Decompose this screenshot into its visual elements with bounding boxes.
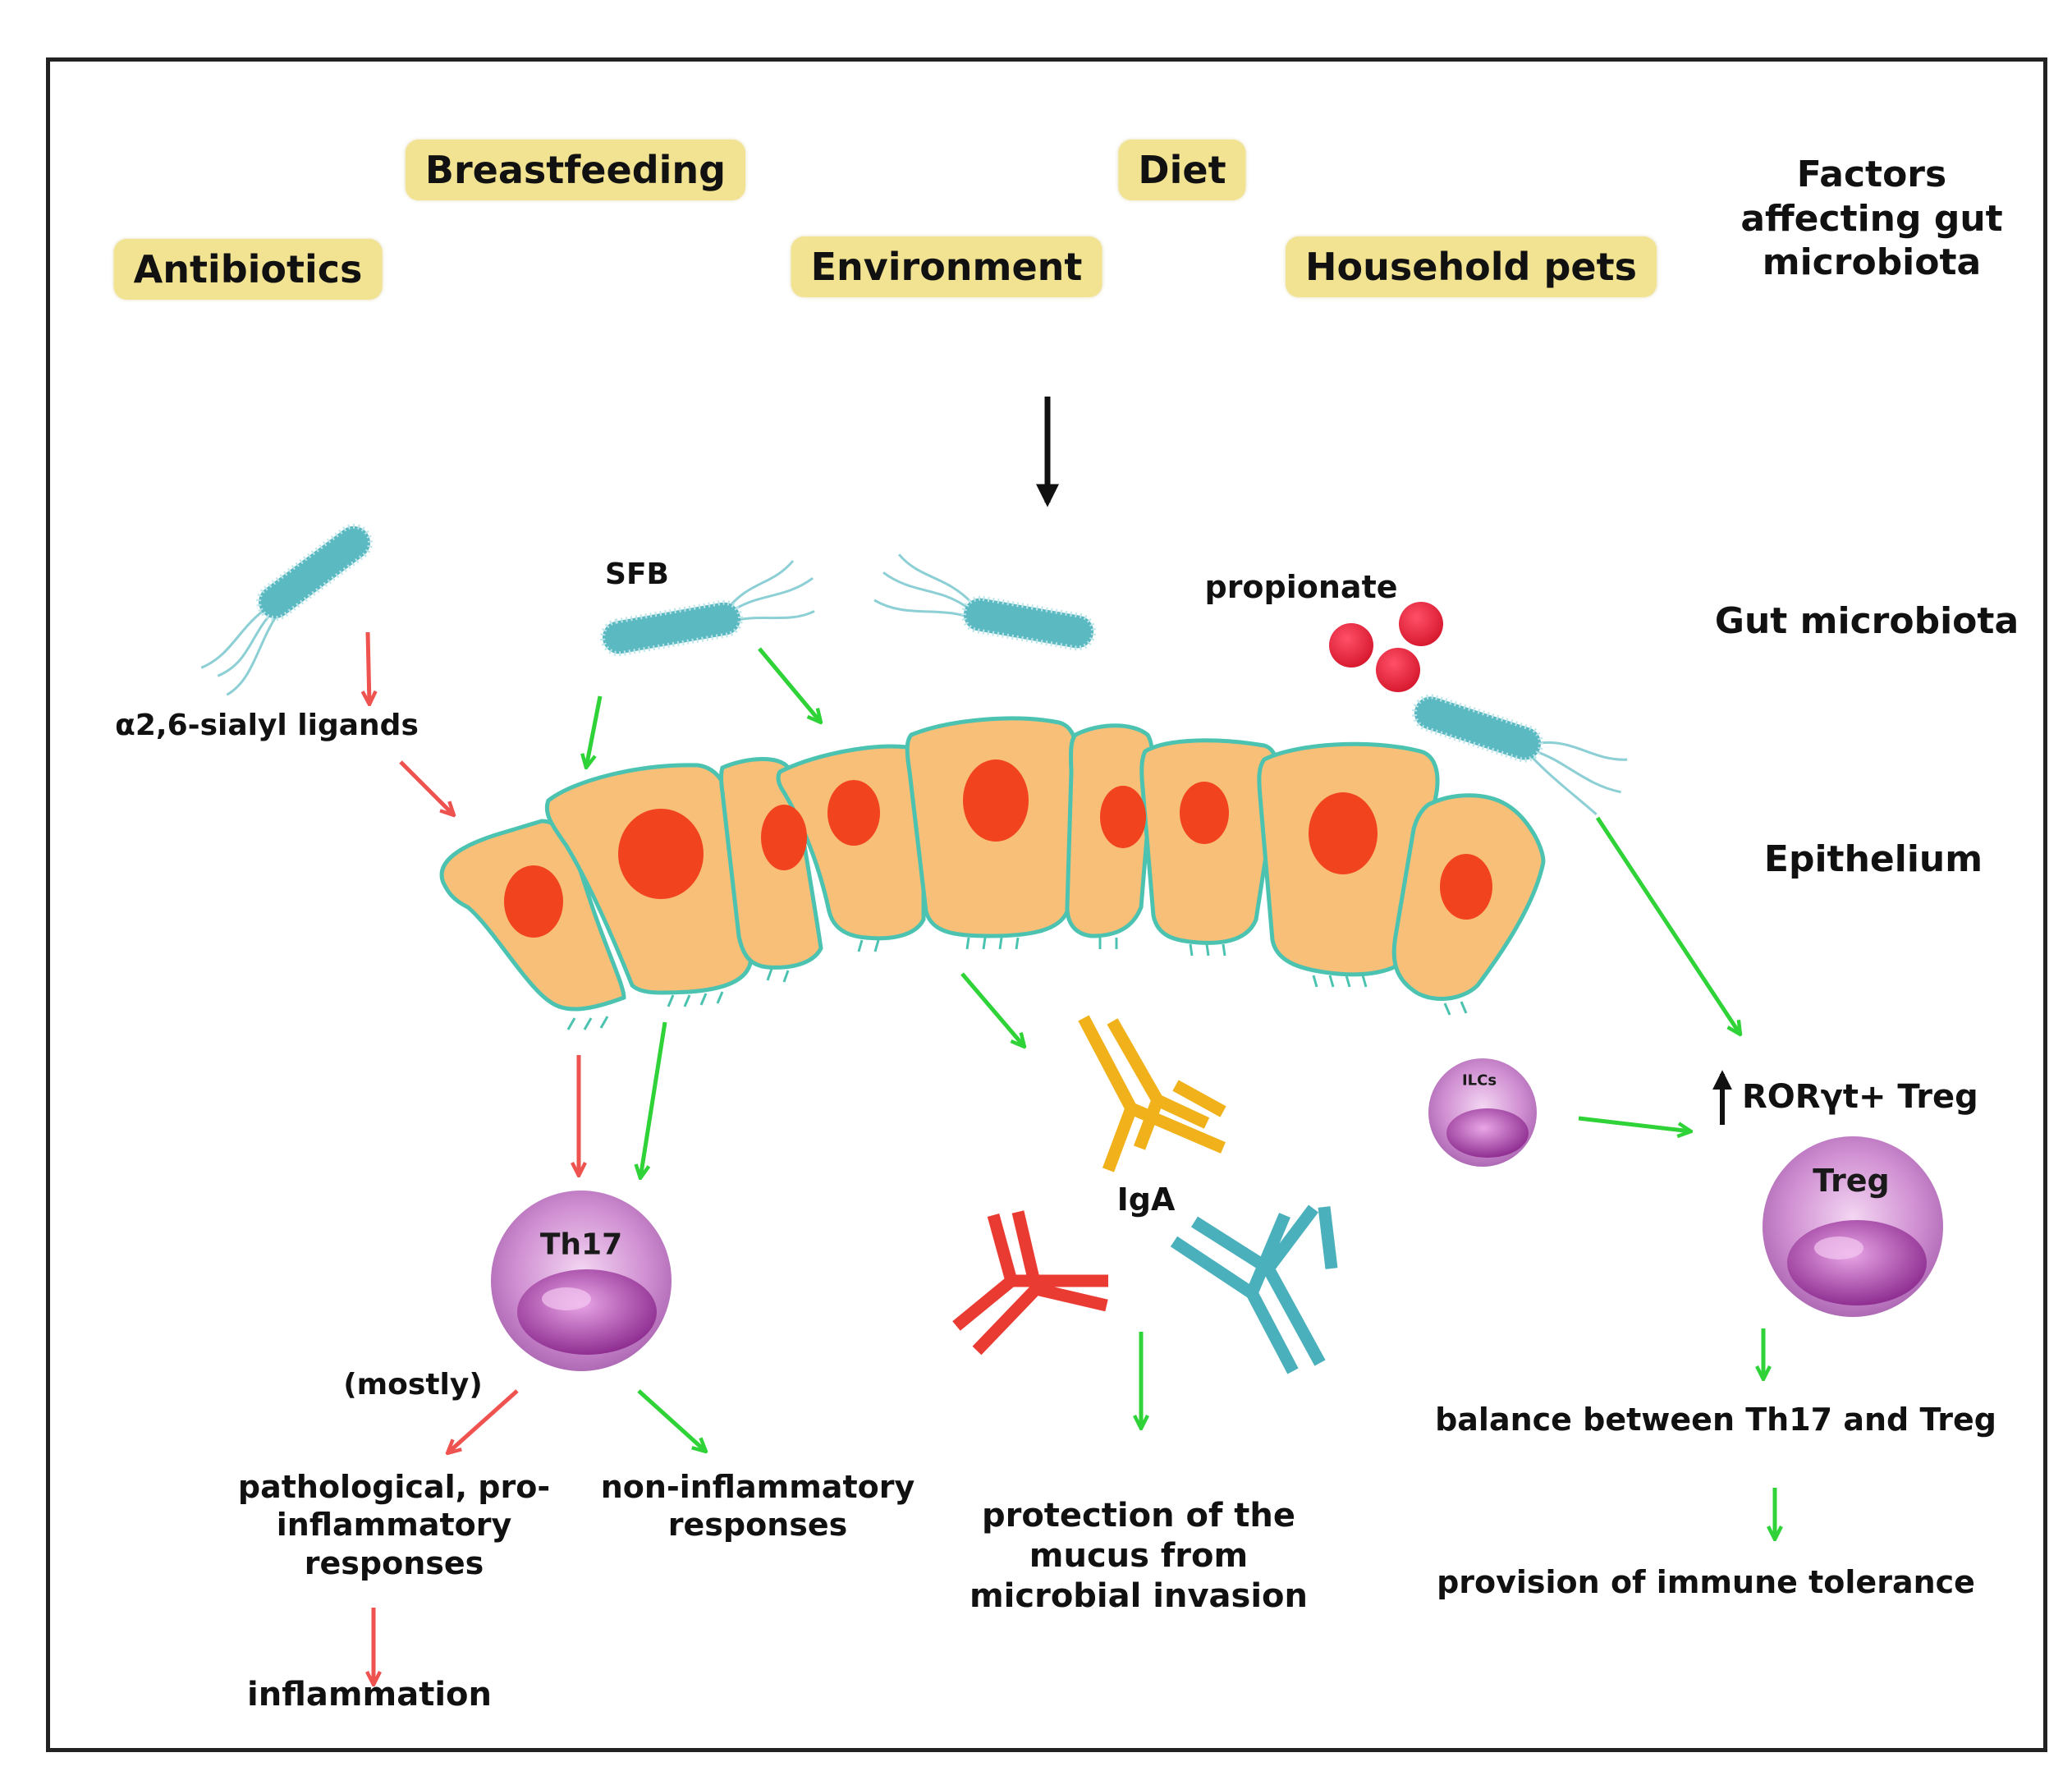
propionate-label: propionate	[1204, 569, 1398, 605]
factor-breastfeeding: Breastfeeding	[405, 140, 746, 200]
microvilli	[566, 937, 1468, 1030]
roryt-treg-label: RORγt+ Treg	[1742, 1078, 1978, 1116]
bacterium-center	[873, 553, 1097, 651]
bacteria-to-sialyl-arrow	[368, 631, 369, 704]
immune-tolerance-label: provision of immune tolerance	[1437, 1564, 1975, 1600]
iga-label: IgA	[1116, 1181, 1176, 1218]
factor-diet: Diet	[1118, 140, 1246, 200]
cell-nucleus	[827, 780, 880, 846]
antibody-teal	[1170, 1204, 1338, 1374]
factor-environment: Environment	[791, 236, 1102, 297]
sialyl-ligands-label: α2,6-sialyl ligands	[115, 709, 419, 742]
bacterium-right	[1411, 694, 1628, 815]
pathological-responses-label: pathological, pro- inflammatory response…	[237, 1469, 551, 1581]
mostly-label: (mostly)	[343, 1368, 483, 1402]
factor-antibiotics: Antibiotics	[113, 239, 383, 300]
sfb-to-epithelium-arrow	[758, 647, 821, 723]
treg-label: Treg	[1813, 1163, 1890, 1199]
treg-cell	[1763, 1136, 1943, 1317]
gut-microbiota-title: Gut microbiota	[1714, 600, 2019, 642]
cell-nucleus	[618, 809, 704, 899]
cell-nucleus	[1309, 792, 1378, 874]
non-inflammatory-responses-label: non-inflammatory responses	[600, 1469, 915, 1544]
factors-affecting-title: Factors affecting gut microbiota	[1740, 154, 2003, 284]
diagram-frame	[46, 57, 2047, 1752]
th17-treg-balance-label: balance between Th17 and Treg	[1435, 1402, 1996, 1438]
th17-cell	[491, 1191, 672, 1371]
th17-to-pathological-arrow	[447, 1389, 519, 1453]
cell-nucleus	[1180, 782, 1229, 844]
bacterium-sfb	[599, 560, 815, 657]
propionate-molecule	[1399, 602, 1443, 646]
propionate-molecule	[1329, 623, 1373, 668]
bacterium-left	[200, 523, 373, 696]
ilcs-label: ILCs	[1461, 1071, 1497, 1090]
sfb-label: SFB	[605, 557, 669, 591]
th17-label: Th17	[539, 1227, 623, 1262]
epithelium-to-iga-arrow	[960, 972, 1025, 1047]
epithelium-title: Epithelium	[1763, 838, 1983, 880]
propionate-to-treg-arrow	[1595, 816, 1740, 1035]
inflammation-label: inflammation	[247, 1676, 492, 1714]
mucus-protection-label: protection of the mucus from microbial i…	[969, 1497, 1309, 1615]
propionate-molecule	[1376, 648, 1420, 692]
antibody-red	[952, 1210, 1108, 1356]
sfb-to-epithelium-arrow	[586, 695, 603, 768]
ilcs-to-treg-arrow	[1578, 1116, 1691, 1131]
ilcs-cell	[1428, 1058, 1537, 1167]
sialyl-to-epithelium-arrow	[399, 760, 454, 815]
cell-nucleus	[1100, 786, 1146, 848]
epithelium-layer	[439, 716, 1546, 1030]
cell-nucleus	[761, 805, 807, 870]
cell-nucleus	[963, 759, 1029, 842]
th17-to-non-inflammatory-arrow	[637, 1389, 706, 1452]
antibody-yellow	[1078, 1015, 1226, 1172]
cell-nucleus	[1440, 854, 1492, 920]
epithelium-to-th17-green-arrow	[640, 1021, 667, 1178]
factor-household-pets: Household pets	[1286, 236, 1657, 297]
cell-nucleus	[504, 865, 563, 938]
